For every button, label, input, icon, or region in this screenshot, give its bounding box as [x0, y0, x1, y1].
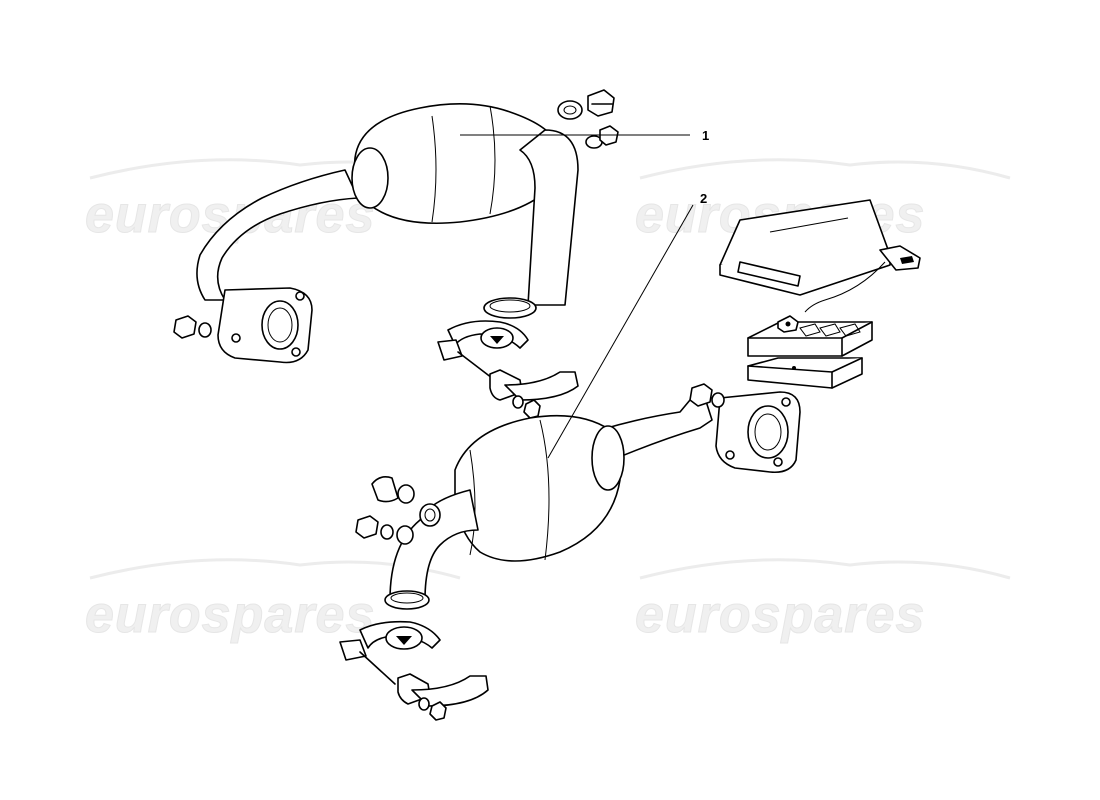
- upper-pipe-clamp: [437, 320, 579, 419]
- watermark-text: eurospares: [85, 586, 375, 644]
- lower-catalytic-converter: [355, 383, 801, 610]
- watermark-text: eurospares: [635, 586, 925, 644]
- watermark-logo: eurospares: [85, 558, 461, 645]
- callout-label-2: 2: [700, 191, 707, 206]
- watermark-logo: eurospares: [635, 558, 1011, 645]
- upper-catalytic-converter: [173, 89, 619, 364]
- callout-2: 2: [547, 191, 707, 459]
- control-unit: [719, 199, 921, 313]
- callout-1: 1: [460, 128, 709, 143]
- callout-label-1: 1: [702, 128, 709, 143]
- relay-block: [747, 315, 873, 389]
- lower-pipe-clamp: [339, 620, 489, 721]
